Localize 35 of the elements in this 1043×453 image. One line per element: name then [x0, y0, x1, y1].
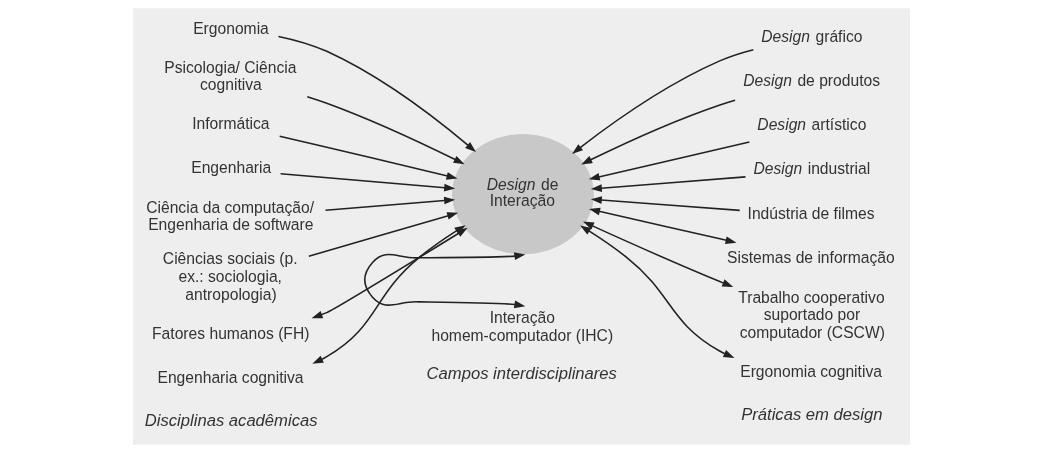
arrow [306, 95, 465, 165]
arrow [589, 207, 737, 244]
node-text: Indústria de filmes [747, 205, 875, 223]
node-text: Ciências sociais (p. ex.: sociologia, antropologia) [162, 250, 298, 303]
node-text: Trabalho cooperativo suportado por computador (CSCW) [738, 288, 885, 341]
arrow [588, 141, 751, 181]
node-text: Engenharia cognitiva [157, 368, 304, 386]
arrow [278, 135, 458, 180]
node-text: Design artístico [757, 116, 867, 134]
arrow [279, 173, 456, 192]
node-text: Psicologia/ Ciência cognitiva [164, 58, 297, 94]
node-text: Sistemas de informação [727, 249, 895, 267]
label: Disciplinas acadêmicas [144, 411, 318, 431]
node-text: Ergonomia cognitiva [740, 363, 882, 381]
arrow [582, 221, 734, 288]
node-text: Fatores humanos (FH) [152, 324, 310, 342]
arrow [590, 176, 747, 192]
node-text: Ergonomia [193, 19, 269, 37]
node-text: Design industrial [753, 160, 871, 178]
node-text: Design de produtos [743, 72, 881, 90]
arrow [277, 35, 476, 153]
arrow [581, 99, 736, 165]
label: Campos interdisciplinares [426, 364, 617, 384]
arrow [324, 196, 456, 211]
arrow [308, 212, 459, 258]
node-text: Design gráfico [761, 28, 863, 46]
arrow [572, 48, 755, 154]
arrow [364, 252, 526, 309]
node-text: Informática [192, 115, 270, 133]
arrow [580, 225, 735, 359]
arrow [590, 196, 741, 212]
node-text: Interação homem-computador (IHC) [431, 309, 614, 344]
node-text: Ciência da computação/ Engenharia de software [146, 198, 315, 234]
node-text: Engenharia [191, 159, 272, 177]
label: Práticas em design [741, 405, 883, 425]
